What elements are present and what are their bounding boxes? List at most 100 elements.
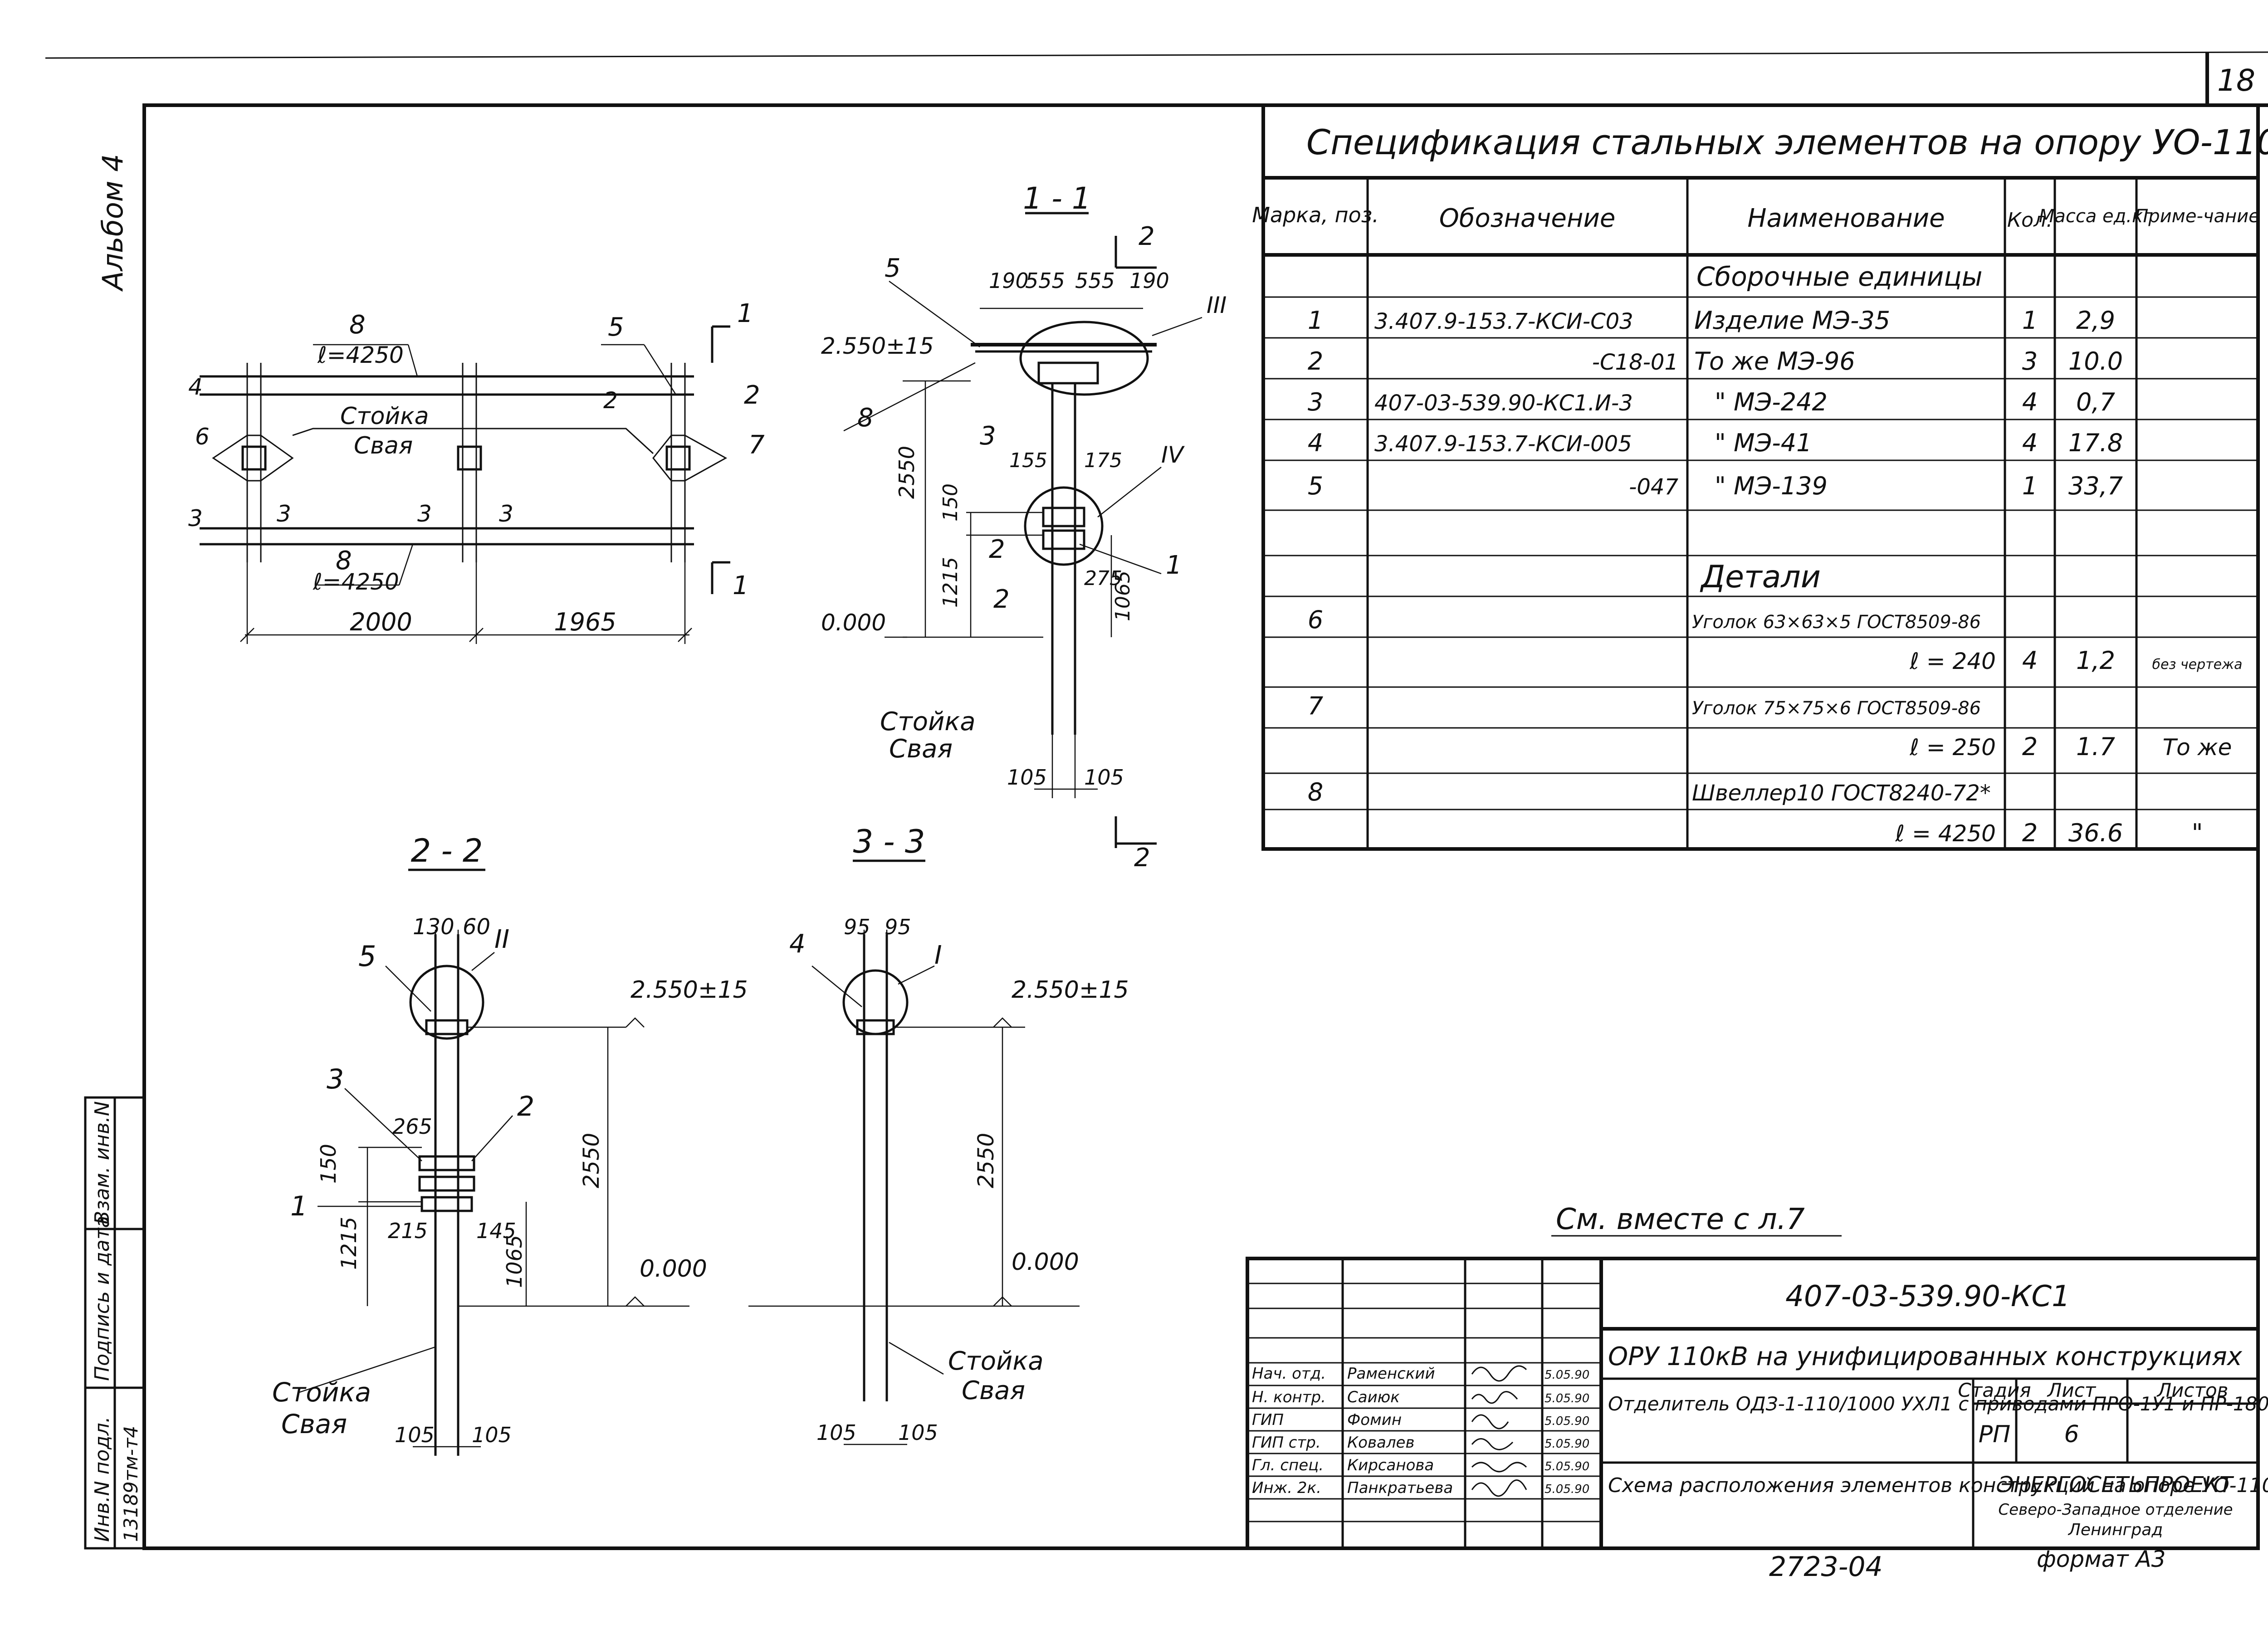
project-name: ОРУ 110кВ на унифицированных конструкция… [1608, 1342, 2243, 1371]
s22-level-zero: 0.000 [640, 1255, 707, 1283]
cell-note: " [2192, 819, 2203, 847]
plan-mark: 4 [188, 374, 203, 400]
s11-dim-top: 190 [989, 268, 1029, 293]
spec-header-pos: Марка, поз. [1252, 203, 1379, 227]
plan-mark: 5 [608, 312, 624, 342]
s22-dim-2550: 2550 [579, 1133, 604, 1188]
cell-name: Уголок 75×75×6 ГОСТ8509-86 [1692, 698, 1981, 719]
s11-dim-275: 275 [1084, 567, 1122, 590]
plan-channel-bot-len: ℓ=4250 [313, 569, 399, 595]
cell-name: Изделие МЭ-35 [1694, 306, 1890, 335]
s11-dim-150: 150 [939, 483, 962, 522]
s33-callout: I [934, 941, 942, 970]
cell-note: То же [2163, 734, 2232, 761]
list-item: ГИП Фомин 5.05.90 [1252, 1411, 1589, 1429]
cell-qty: 4 [2022, 646, 2038, 675]
cell-name: ℓ = 4250 [1895, 820, 1996, 847]
s11-dim-175: 175 [1084, 449, 1122, 472]
s22-dim-1065: 1065 [502, 1235, 527, 1288]
table-row: ℓ = 250 2 1.7 То же [1909, 732, 2232, 761]
s22-callout: 5 [358, 940, 376, 973]
stage-label: Стадия [1958, 1379, 2031, 1401]
plan-mark: 2 [744, 380, 760, 410]
s11-callout: 5 [885, 254, 901, 283]
table-row: 5 -047 " МЭ-139 1 33,7 [1308, 472, 2123, 500]
drawing-name: Схема расположения элементов конструкций… [1608, 1474, 2268, 1497]
s22-dim-150: 150 [316, 1144, 341, 1184]
s22-callout: 3 [327, 1063, 344, 1095]
plan-mark: 3 [188, 505, 203, 532]
s11-callout: 1 [1166, 551, 1182, 580]
cell-name: Уголок 63×63×5 ГОСТ8509-86 [1692, 612, 1981, 633]
cell-code: -047 [1629, 474, 1678, 500]
cell-pos: 1 [1308, 306, 1323, 335]
plan-mark: 6 [195, 424, 210, 450]
s11-callout: IV [1161, 442, 1185, 468]
table-row: ℓ = 4250 2 36.6 " [1895, 819, 2203, 847]
cell-mass: 33,7 [2068, 472, 2123, 500]
person-role: Гл. спец. [1252, 1456, 1324, 1474]
cell-code: 3.407.9-153.7-КСИ-С03 [1374, 309, 1633, 334]
cell-qty: 1 [2022, 306, 2038, 335]
stage-value: РП [1979, 1421, 2010, 1448]
s11-level-zero: 0.000 [821, 610, 886, 636]
s33-dim-top: 95 [844, 915, 870, 939]
person-role: ГИП [1252, 1411, 1284, 1429]
person-date: 5.05.90 [1545, 1368, 1589, 1382]
s11-label-pole: Стойка [880, 707, 976, 737]
s22-dim-265: 265 [392, 1114, 432, 1139]
list-item: ГИП стр. Ковалев 5.05.90 [1252, 1434, 1589, 1452]
cell-mass: 2,9 [2076, 306, 2115, 335]
s33-dim-bottom: 105 [816, 1420, 856, 1445]
cell-name: Швеллер10 ГОСТ8240-72* [1692, 780, 1991, 806]
person-date: 5.05.90 [1545, 1415, 1589, 1428]
cell-code: 407-03-539.90-КС1.И-3 [1374, 390, 1633, 416]
s11-label-pile: Свая [889, 734, 953, 764]
cell-pos: 7 [1308, 692, 1323, 720]
s11-dim-1215: 1215 [939, 557, 962, 608]
table-row: 2 -С18-01 То же МЭ-96 3 10.0 [1308, 347, 2123, 376]
cell-mass: 1,2 [2076, 646, 2115, 675]
s22-dim-top: 60 [463, 914, 490, 940]
signature-mark [1471, 1479, 1527, 1497]
plan-mark: 3 [499, 501, 513, 527]
person-date: 5.05.90 [1545, 1437, 1589, 1451]
signature-mark [1471, 1438, 1514, 1450]
s11-dim-top: 555 [1075, 268, 1115, 293]
plan-mark: 2 [603, 387, 618, 414]
doc-code: 407-03-539.90-КС1 [1785, 1280, 2070, 1313]
cell-mass: 36.6 [2068, 819, 2123, 847]
plan-mark: 7 [748, 430, 765, 460]
spec-rows: 1 3.407.9-153.7-КСИ-С03 Изделие МЭ-35 1 … [1308, 306, 2243, 847]
person-date: 5.05.90 [1545, 1392, 1589, 1405]
s33-label-pile: Свая [962, 1376, 1025, 1405]
side-inv-no: 13189тм-т4 [120, 1426, 142, 1542]
s22-label-pole: Стойка [272, 1377, 371, 1408]
cell-pos: 3 [1308, 388, 1323, 416]
cell-mass: 1.7 [2076, 732, 2115, 761]
plan-mark: 1 [733, 571, 749, 600]
person-name: Саиюк [1347, 1388, 1400, 1406]
spec-header-name: Наименование [1747, 204, 1945, 233]
s11-callout: 2 [1139, 222, 1155, 251]
person-name: Раменский [1347, 1365, 1435, 1383]
album-label: Альбом 4 [96, 154, 129, 292]
person-role: Н. контр. [1252, 1388, 1326, 1406]
person-name: Кирсанова [1347, 1456, 1434, 1474]
signatures: Нач. отд. Раменский 5.05.90 Н. контр. Са… [1252, 1365, 1589, 1497]
table-row: 4 3.407.9-153.7-КСИ-005 " МЭ-41 4 17.8 [1308, 429, 2123, 457]
side-stamp [84, 1096, 146, 1550]
sheet-label: Лист [2047, 1379, 2097, 1401]
s11-dim-155: 155 [1009, 449, 1047, 472]
cell-name: ℓ = 250 [1909, 734, 1996, 761]
person-role: Инж. 2к. [1252, 1479, 1321, 1497]
spec-header-code: Обозначение [1439, 204, 1616, 233]
cell-pos: 6 [1308, 605, 1323, 634]
spec-group-assemblies: Сборочные единицы [1696, 261, 1983, 292]
s22-callout: 2 [517, 1091, 534, 1122]
s11-callout: 8 [857, 403, 874, 433]
plan-dim-right: 1965 [554, 608, 616, 636]
s22-dim-1215: 1215 [337, 1217, 361, 1270]
spec-header-qty: Кол. [2007, 209, 2053, 232]
cell-code: -С18-01 [1592, 350, 1678, 375]
